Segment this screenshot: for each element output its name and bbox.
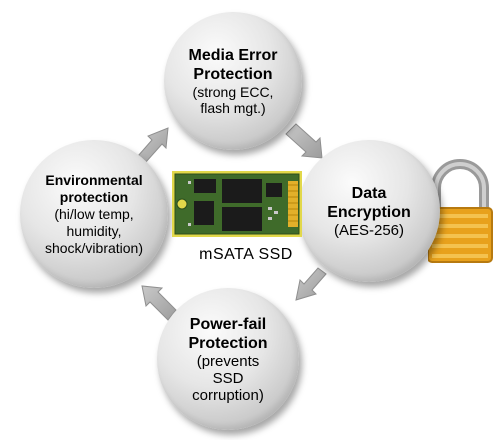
- node-description: (strong ECC, flash mgt.): [192, 84, 274, 116]
- padlock-icon: [428, 159, 493, 263]
- cycle-arrow-icon: [137, 127, 169, 163]
- ssd-board-icon: [172, 171, 302, 237]
- node-title: Media Error Protection: [188, 47, 278, 83]
- node-environmental-protection: Environmental protection (hi/low temp, h…: [20, 140, 168, 288]
- node-title: Data Encryption: [327, 184, 411, 221]
- node-description: (hi/low temp, humidity, shock/vibration): [44, 205, 144, 256]
- ssd-label: mSATA SSD: [199, 246, 293, 263]
- node-description: (AES-256): [333, 221, 405, 239]
- node-title: Power-fail Protection: [188, 315, 268, 352]
- cycle-arrow-icon: [141, 285, 177, 321]
- node-description: (prevents SSD corruption): [192, 352, 264, 404]
- node-data-encryption: Data Encryption (AES-256): [298, 140, 440, 282]
- cycle-arrow-icon: [295, 267, 327, 301]
- cycle-arrow-icon: [285, 123, 323, 159]
- node-title: Environmental protection: [45, 171, 143, 205]
- node-power-fail-protection: Power-fail Protection (prevents SSD corr…: [157, 288, 299, 430]
- node-media-error-protection: Media Error Protection (strong ECC, flas…: [164, 12, 302, 150]
